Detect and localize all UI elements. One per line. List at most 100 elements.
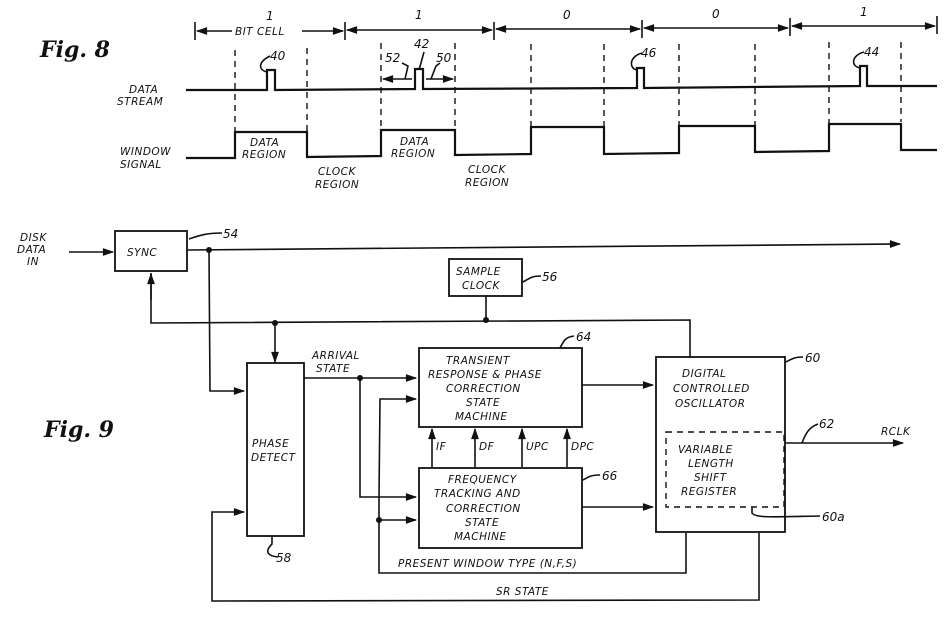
leader-line (785, 356, 804, 363)
ref-58: 58 (276, 551, 292, 565)
sr-state-label: SR STATE (496, 586, 549, 598)
leader-line (259, 55, 271, 73)
fig9: Fig. 9 DISK DATA IN SYNC 54 SAMPLE CLOCK… (17, 227, 911, 602)
data-stream-label-2: STREAM (117, 96, 163, 108)
sync-output-line (186, 240, 902, 251)
sync-label: SYNC (127, 247, 157, 259)
df-label: DF (479, 441, 495, 453)
leader-line (266, 536, 279, 558)
sample-clock-label: SAMPLE (456, 266, 501, 278)
shift-register-label: VARIABLE (678, 444, 733, 456)
present-window-type-line (378, 498, 687, 574)
leader-line (430, 62, 441, 80)
ref-44: 44 (864, 45, 879, 59)
clock-region-label: CLOCK (318, 166, 356, 178)
leader-line (630, 52, 643, 71)
ref-42: 42 (414, 37, 429, 51)
upc-label: UPC (526, 441, 549, 453)
data-region-label: DATA (400, 136, 429, 148)
transient-response-block (418, 347, 583, 428)
arrival-state-label: ARRIVAL (311, 350, 360, 362)
transient-label: TRANSIENT (446, 355, 511, 367)
frequency-label: MACHINE (454, 531, 507, 543)
clock-bus (150, 273, 691, 357)
clock-region-label: REGION (315, 179, 359, 191)
phase-detect-block (246, 362, 305, 537)
window-signal-label-1: WINDOW (120, 146, 171, 158)
leader-line (582, 474, 601, 481)
shift-register-label: SHIFT (694, 472, 728, 484)
dco-label: OSCILLATOR (675, 398, 745, 410)
frequency-tracking-block (418, 467, 583, 549)
transient-label: MACHINE (455, 411, 508, 423)
clock-region-label: CLOCK (468, 164, 506, 176)
leader-line (522, 275, 542, 283)
window-signal-waveform (186, 122, 937, 160)
dco-block (655, 356, 786, 533)
leader-line (852, 51, 865, 69)
bit-value: 1 (266, 9, 274, 23)
frequency-label: FREQUENCY (448, 474, 518, 486)
leader-line (418, 51, 425, 71)
leader-line (751, 507, 821, 518)
present-window-label: PRESENT WINDOW TYPE (N,F,S) (398, 558, 577, 570)
sample-clock-label: CLOCK (462, 280, 500, 292)
leader-line (188, 232, 223, 240)
ref-50: 50 (436, 51, 452, 65)
disk-data-in-label: DATA (17, 244, 46, 256)
bit-value: 1 (415, 8, 423, 22)
arrival-state-label: STATE (316, 363, 350, 375)
data-region-label: REGION (391, 148, 435, 160)
dpc-label: DPC (571, 441, 594, 453)
bit-value: 1 (860, 5, 868, 19)
sync-to-phase-detect (208, 249, 246, 395)
junction-dot (483, 317, 489, 323)
disk-data-in-label: DISK (20, 232, 47, 244)
ref-60a: 60a (822, 510, 845, 524)
phase-detect-label: PHASE (252, 438, 289, 450)
window-boundaries (234, 42, 902, 132)
transient-label: RESPONSE & PHASE (428, 369, 542, 381)
sync-block (114, 230, 188, 272)
bit-value: 0 (712, 7, 720, 21)
ref-62: 62 (819, 417, 834, 431)
disk-data-in-label: IN (27, 256, 39, 268)
shift-register-label: LENGTH (688, 458, 734, 470)
ref-64: 64 (576, 330, 591, 344)
leader-line (401, 62, 409, 80)
data-stream-label-1: DATA (129, 84, 158, 96)
frequency-label: TRACKING AND (434, 488, 521, 500)
rclk-label: RCLK (881, 426, 911, 438)
data-region-label: DATA (250, 137, 279, 149)
sample-clock-block (448, 258, 523, 297)
fig9-title: Fig. 9 (43, 417, 114, 443)
data-stream-waveform (186, 64, 937, 92)
phase-detect-label: DETECT (251, 452, 297, 464)
shift-register-label: REGISTER (681, 486, 737, 498)
bit-value: 0 (563, 8, 571, 22)
ref-54: 54 (223, 227, 238, 241)
window-signal-label-2: SIGNAL (120, 159, 162, 171)
dco-label: DIGITAL (682, 368, 726, 380)
transient-label: STATE (466, 397, 500, 409)
arrival-to-frequency (359, 378, 418, 501)
ref-40: 40 (270, 49, 286, 63)
bit-cell-label: BIT CELL (235, 26, 285, 38)
clock-region-label: REGION (465, 177, 509, 189)
leader-line (801, 423, 819, 444)
ref-66: 66 (602, 469, 618, 483)
dco-label: CONTROLLED (673, 383, 750, 395)
if-label: IF (436, 441, 447, 453)
data-region-label: REGION (242, 149, 286, 161)
leader-line (559, 335, 575, 349)
ref-60: 60 (805, 351, 821, 365)
ref-52: 52 (385, 51, 400, 65)
frequency-label: CORRECTION (446, 503, 521, 515)
ref-46: 46 (641, 46, 657, 60)
ref-56: 56 (542, 270, 558, 284)
shift-register-block (665, 431, 785, 508)
bit-cell-dimension: BIT CELL 1 1 0 0 1 (194, 5, 938, 40)
transient-label: CORRECTION (446, 383, 521, 395)
frequency-label: STATE (465, 517, 499, 529)
